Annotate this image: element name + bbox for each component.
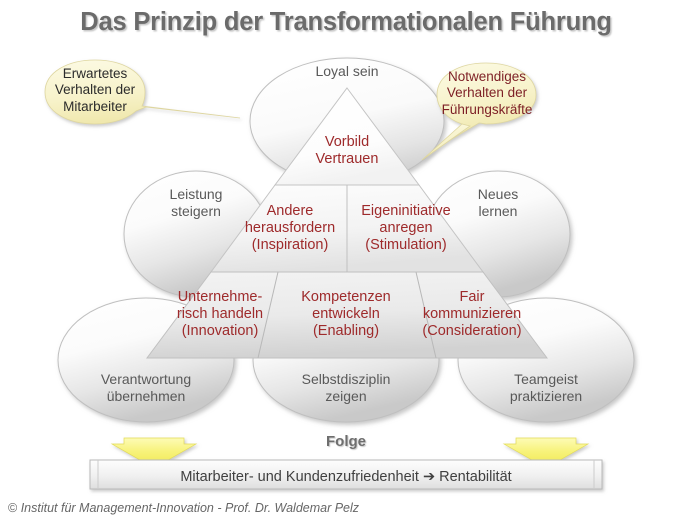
result-banner-text: Mitarbeiter- und Kundenzufriedenheit ➔ R… — [180, 469, 512, 485]
pyramid-base-tier — [146, 271, 548, 359]
ellipse-top-label: Loyal sein — [315, 63, 379, 79]
ellipse-middle-right-label: Neues lernen — [477, 186, 519, 219]
folge-label: Folge — [326, 433, 366, 450]
pyramid-middle-label-1: Eigeninitiative anregen (Stimulation) — [361, 203, 451, 254]
callout-left-shape[interactable] — [44, 59, 241, 125]
copyright-icon: © — [8, 501, 18, 515]
callout-right-text: Notwendiges Verhalten der Führungskräfte — [441, 69, 533, 117]
arrow-down-left — [110, 437, 198, 469]
ellipse-middle-left-label: Leistung steigern — [169, 186, 223, 219]
ellipse-bottom-center-label: Selbstdisziplin zeigen — [301, 371, 391, 404]
copyright-line: © Institut für Management-Innovation - P… — [8, 501, 359, 515]
pyramid-base-label-0: Unternehme- risch handeln (Innovation) — [176, 289, 264, 340]
callout-left-text: Erwartetes Verhalten der Mitarbeiter — [54, 66, 136, 114]
ellipse-bottom-left-label: Verantwortung übernehmen — [100, 371, 192, 404]
result-banner — [89, 459, 603, 490]
ellipse-bottom-right-label: Teamgeist praktizieren — [509, 371, 583, 404]
pyramid-base-label-1: Kompetenzen entwickeln (Enabling) — [301, 289, 391, 340]
pyramid-middle-label-0: Andere herausfordern (Inspiration) — [244, 203, 336, 254]
copyright-credit: Institut für Management-Innovation - Pro… — [20, 501, 360, 515]
pyramid — [146, 87, 548, 359]
arrow-down-right — [502, 437, 590, 469]
page-title: Das Prinzip der Transformationalen Führu… — [80, 8, 612, 36]
callout-right-shape[interactable] — [421, 62, 537, 161]
pyramid-apex-label: Vorbild Vertrauen — [315, 134, 379, 168]
pyramid-base-label-2: Fair kommunizieren (Consideration) — [422, 289, 522, 340]
